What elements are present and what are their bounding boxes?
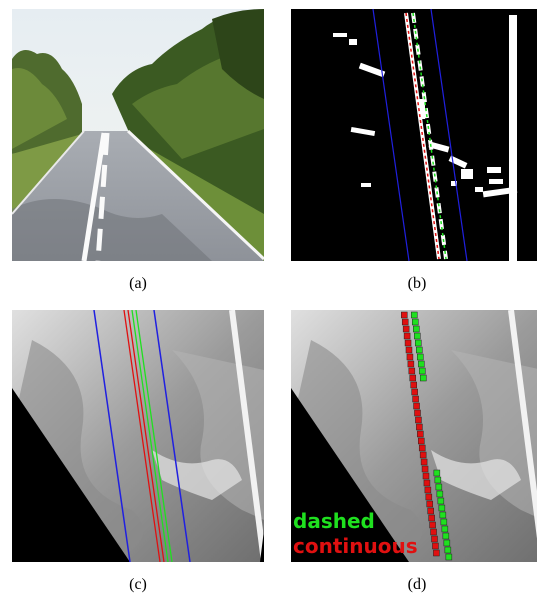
dashed-box [439, 511, 447, 519]
birdseye-image-c [12, 310, 264, 562]
continuous-box [431, 535, 438, 543]
dashed-box [437, 497, 445, 505]
panel-a-road-photo [12, 9, 264, 261]
continuous-box [409, 374, 417, 382]
continuous-box [430, 528, 437, 536]
dashed-box [440, 518, 448, 526]
continuous-box [423, 479, 431, 487]
panel-b-binary-mask [291, 9, 537, 261]
caption-a: (a) [129, 275, 147, 292]
continuous-box [419, 451, 427, 459]
continuous-box [413, 402, 420, 410]
continuous-box [429, 521, 436, 529]
continuous-box [408, 367, 416, 375]
dashed-box [441, 525, 449, 533]
continuous-box [424, 486, 432, 494]
continuous-box [422, 472, 430, 480]
binary-mask-image [291, 9, 537, 261]
dashed-box [435, 483, 443, 491]
continuous-box [414, 409, 421, 417]
caption-c: (c) [129, 576, 147, 593]
continuous-box [426, 500, 434, 508]
continuous-box [428, 514, 435, 522]
dashed-box [442, 532, 450, 540]
dashed-box [433, 469, 441, 477]
dashed-box [434, 476, 442, 484]
continuous-box [401, 318, 409, 326]
panel-d-classified-markings: dashed continuous [291, 310, 537, 562]
legend-dashed: dashed [293, 509, 375, 533]
dashed-box [436, 490, 444, 498]
caption-b: (b) [407, 275, 427, 292]
continuous-marking-boxes [401, 311, 440, 557]
dashed-box [415, 339, 422, 347]
dashed-box [418, 360, 425, 368]
dashed-box [414, 332, 421, 340]
dashed-box [444, 546, 452, 554]
continuous-box [406, 353, 414, 361]
continuous-box [407, 360, 415, 368]
birdseye-image-d: dashed continuous [291, 310, 537, 562]
continuous-box [401, 311, 408, 319]
dashed-box [419, 367, 426, 375]
dashed-box [445, 553, 453, 561]
continuous-box [416, 423, 423, 431]
continuous-box [427, 507, 434, 515]
dashed-box [438, 504, 446, 512]
dashed-box [420, 374, 427, 382]
dashed-box [412, 318, 419, 326]
dashed-box [443, 539, 451, 547]
road-photo [12, 9, 264, 261]
continuous-box [421, 465, 429, 473]
continuous-box [405, 346, 413, 354]
continuous-box [417, 430, 424, 438]
continuous-box [404, 339, 412, 347]
caption-d: (d) [407, 576, 427, 593]
panel-c-birdseye-lines [12, 310, 264, 562]
continuous-box [433, 549, 440, 557]
continuous-box [418, 444, 426, 452]
continuous-box [432, 542, 439, 550]
dashed-box [417, 353, 424, 361]
continuous-box [425, 493, 433, 501]
continuous-box [420, 458, 428, 466]
continuous-box [412, 395, 419, 403]
continuous-box [403, 332, 411, 340]
continuous-box [410, 381, 417, 389]
continuous-box [402, 325, 410, 333]
dashed-marking-boxes [411, 311, 453, 561]
continuous-box [415, 416, 422, 424]
legend-continuous: continuous [293, 534, 418, 558]
dashed-box [411, 311, 418, 319]
dashed-box [413, 325, 420, 333]
continuous-box [411, 388, 418, 396]
dashed-box [416, 346, 423, 354]
continuous-box [418, 437, 425, 445]
